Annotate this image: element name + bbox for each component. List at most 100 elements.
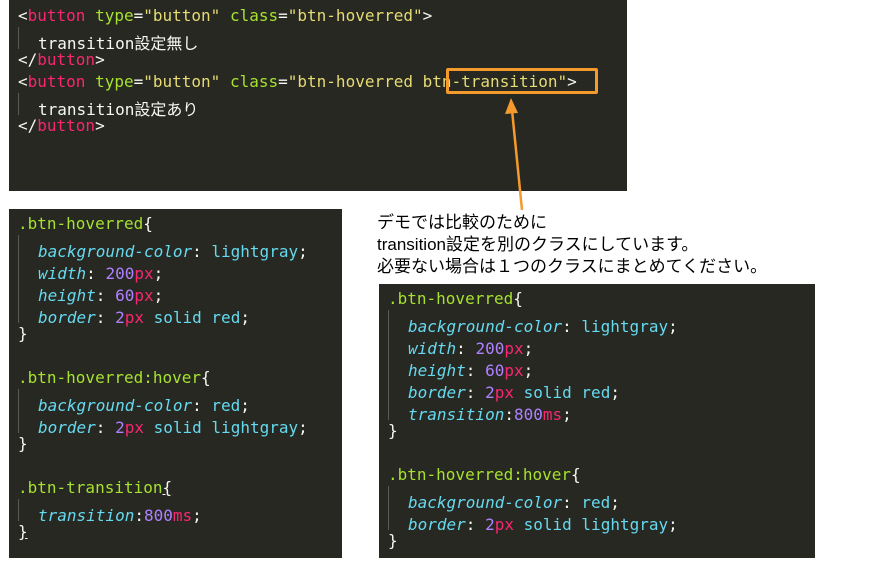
code-line: <button type="button" class="btn-hoverre… <box>18 71 627 93</box>
code-token: button <box>37 50 96 69</box>
code-line: .btn-hoverred{ <box>388 288 815 310</box>
code-token: : <box>95 286 116 305</box>
code-token: .btn-hoverred <box>18 214 144 233</box>
code-token: < <box>18 72 28 91</box>
code-token: ; <box>668 317 678 336</box>
code-token: : <box>95 308 116 327</box>
code-token: class <box>229 72 279 91</box>
code-token: ; <box>153 264 164 283</box>
indent-guide <box>388 486 408 508</box>
code-token: ; <box>240 308 250 327</box>
code-token: = <box>278 72 288 91</box>
code-token: px <box>494 383 514 402</box>
code-token: : <box>95 418 116 437</box>
code-token: transition <box>38 506 135 525</box>
code-token: transition <box>408 405 505 424</box>
code-token: border <box>408 515 466 534</box>
code-token: = <box>278 6 288 25</box>
code-token: ; <box>523 361 534 380</box>
code-token: 2 <box>115 418 125 437</box>
indent-guide <box>388 354 408 376</box>
indent-guide <box>388 508 408 530</box>
indent-guide <box>18 411 38 433</box>
indent-guide <box>388 398 408 420</box>
code-token: red <box>211 308 241 327</box>
html-code-panel: <button type="button" class="btn-hoverre… <box>9 0 627 191</box>
css-code-panel-merged-class: .btn-hoverred{background-color: lightgra… <box>379 284 815 558</box>
indent-guide <box>18 257 38 279</box>
code-token: } <box>18 434 28 453</box>
code-line: .btn-transition{ <box>18 477 342 499</box>
code-token: border <box>38 418 96 437</box>
code-token: : <box>456 339 476 358</box>
code-token: width <box>408 339 457 358</box>
code-token: </ <box>18 50 38 69</box>
code-token: ; <box>610 493 620 512</box>
code-line: background-color: red; <box>18 389 342 415</box>
code-token: width <box>38 264 87 283</box>
code-token: 2 <box>115 308 125 327</box>
code-token: = <box>133 72 144 91</box>
annotation-callout: デモでは比較のために transition設定を別のクラスにしています。 必要な… <box>377 212 872 278</box>
code-token: { <box>201 368 211 387</box>
code-token: .btn-hoverred <box>388 289 514 308</box>
code-token: px <box>124 418 144 437</box>
indent-guide <box>388 310 408 332</box>
code-token: : <box>465 515 486 534</box>
code-token: : <box>465 361 486 380</box>
code-token: px <box>134 286 154 305</box>
code-line: width: 200px; <box>18 257 342 283</box>
code-token: lightgray <box>211 242 299 261</box>
indent-guide <box>18 235 38 257</box>
code-token: red <box>211 396 241 415</box>
indent-guide <box>18 499 38 521</box>
code-line: } <box>18 323 342 345</box>
code-token: : <box>192 242 212 261</box>
code-token: "button" <box>143 72 221 91</box>
indent-guide <box>388 332 408 354</box>
code-token: { <box>571 465 581 484</box>
code-token: ; <box>610 383 620 402</box>
code-line: background-color: lightgray; <box>388 310 815 336</box>
code-token: solid <box>523 383 572 402</box>
code-token: type <box>95 72 134 91</box>
code-line: </button> <box>18 115 627 137</box>
code-token: > <box>567 72 577 91</box>
callout-line-2: transition設定を別のクラスにしています。 <box>377 235 699 254</box>
css-code-panel-separate-class: .btn-hoverred{background-color: lightgra… <box>9 209 342 558</box>
code-token: ; <box>523 339 534 358</box>
code-token: .btn-transition <box>18 478 163 497</box>
code-line: transition:800ms; <box>388 398 815 424</box>
code-line: .btn-hoverred{ <box>18 213 342 235</box>
code-token: : <box>562 493 582 512</box>
code-token: { <box>513 289 523 308</box>
code-token: background-color <box>38 242 193 261</box>
code-token: ; <box>298 242 308 261</box>
code-line: </button> <box>18 49 627 71</box>
code-token: button <box>27 72 86 91</box>
code-token: ; <box>562 405 572 424</box>
code-token: class <box>229 6 279 25</box>
code-token: transition設定無し <box>38 34 199 53</box>
code-token: background-color <box>38 396 193 415</box>
code-token: } <box>388 421 398 440</box>
code-token: 60 <box>485 361 505 380</box>
code-line: border: 2px solid red; <box>18 301 342 327</box>
code-line: border: 2px solid red; <box>388 376 815 402</box>
code-token: px <box>494 515 514 534</box>
code-token: : <box>504 405 514 424</box>
code-token: "button" <box>143 6 221 25</box>
indent-guide <box>388 376 408 398</box>
code-line: } <box>18 433 342 455</box>
code-token: px <box>504 339 524 358</box>
code-line: transition設定あり <box>18 93 627 119</box>
code-token: } <box>18 324 28 343</box>
code-token: ; <box>298 418 308 437</box>
code-token: background-color <box>408 493 563 512</box>
code-token: solid <box>523 515 572 534</box>
callout-line-1: デモでは比較のために <box>377 213 547 232</box>
code-line: background-color: red; <box>388 486 815 512</box>
code-token: lightgray <box>581 317 669 336</box>
code-line: } <box>388 420 815 442</box>
